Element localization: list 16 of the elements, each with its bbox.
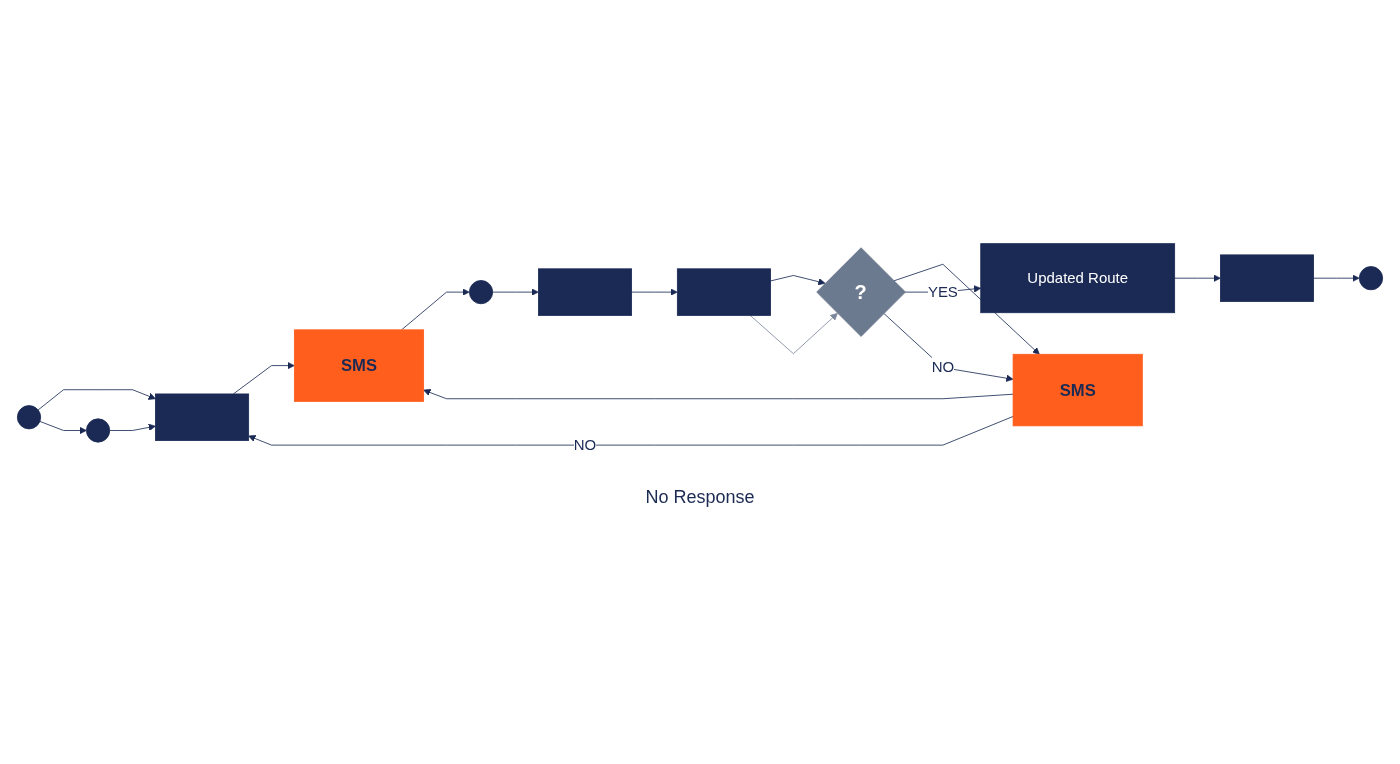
node-circle — [1358, 266, 1384, 291]
edge-label: NO — [931, 358, 955, 376]
node-box: SMS — [293, 329, 425, 402]
node-box: SMS — [1012, 353, 1143, 427]
node-circle — [16, 405, 42, 430]
node-box — [676, 268, 771, 316]
node-box — [1220, 254, 1314, 302]
node-box: Updated Route — [980, 243, 1176, 314]
node-diamond: ? — [816, 247, 906, 337]
node-box — [155, 393, 250, 441]
edge-label: YES — [927, 283, 958, 301]
note-text: No Response — [645, 487, 755, 508]
node-box — [538, 268, 632, 316]
node-circle — [86, 418, 111, 443]
edge-label: NO — [573, 436, 597, 454]
node-circle — [468, 280, 494, 305]
